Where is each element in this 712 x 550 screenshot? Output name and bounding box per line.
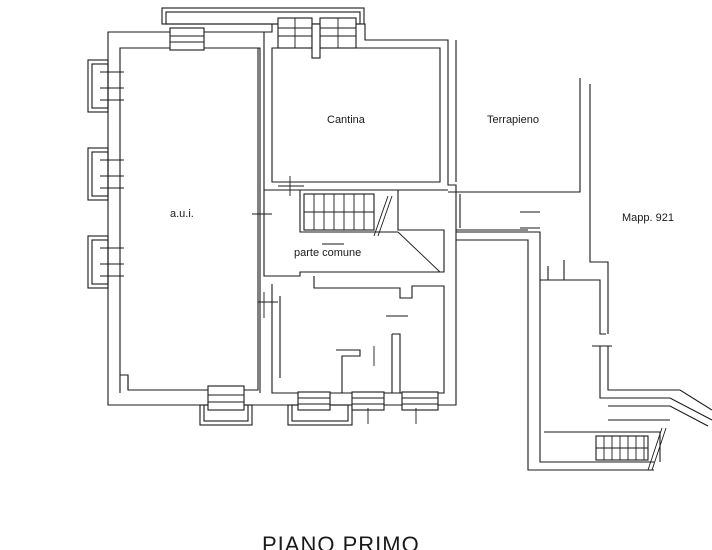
stair-lower <box>544 427 667 471</box>
outer-wall <box>107 7 457 406</box>
room-label-cantina: Cantina <box>327 114 366 126</box>
room-label-mapp: Mapp. 921 <box>622 212 674 224</box>
room-lower <box>258 276 445 426</box>
annex: Terrapieno Mapp. 921 <box>448 40 712 471</box>
room-parte-comune: parte comune <box>252 176 445 277</box>
stair <box>303 193 393 237</box>
room-label-parte-comune: parte comune <box>294 247 361 259</box>
room-label-terrapieno: Terrapieno <box>487 114 539 126</box>
plan-title: PIANO PRIMO <box>262 532 420 550</box>
room-label-aui: a.u.i. <box>170 208 194 220</box>
room-cantina: Cantina <box>263 17 448 191</box>
room-aui: a.u.i. <box>87 27 259 426</box>
